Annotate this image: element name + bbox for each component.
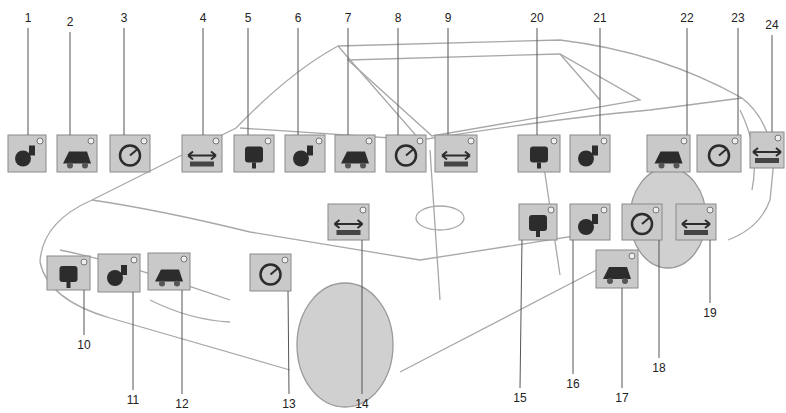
leader-line — [348, 28, 349, 135]
callout-number: 5 — [244, 11, 253, 25]
callout-number: 22 — [679, 11, 694, 25]
leader-line — [28, 28, 29, 135]
icon-box — [435, 135, 477, 172]
callout-number: 12 — [174, 397, 189, 411]
leader-line — [70, 32, 71, 135]
callout-number: 11 — [126, 393, 140, 407]
callout-number: 8 — [394, 11, 403, 25]
callout-number: 9 — [444, 11, 453, 25]
callout-number: 19 — [702, 306, 717, 320]
callout-number: 7 — [344, 11, 353, 25]
leader-line — [710, 240, 711, 303]
callout-number: 18 — [651, 361, 666, 375]
icon-box — [596, 250, 638, 288]
callout-number: 10 — [76, 338, 91, 352]
icon-box — [622, 204, 662, 240]
leader-line — [182, 290, 183, 394]
car-outline — [40, 40, 774, 372]
leader-line — [84, 290, 85, 335]
leader-line — [248, 28, 249, 135]
icon-box — [250, 254, 291, 291]
icon-box — [8, 135, 46, 172]
icon-box — [750, 132, 784, 168]
icon-box — [519, 204, 557, 240]
icon-box — [98, 254, 140, 292]
callout-number: 20 — [529, 11, 544, 25]
leader-line — [362, 240, 363, 394]
leader-line — [537, 28, 538, 135]
leader-line — [124, 28, 125, 135]
callout-number: 14 — [354, 397, 369, 411]
leader-line — [600, 28, 601, 135]
leader-line — [398, 28, 399, 135]
callout-number: 23 — [730, 11, 745, 25]
callout-number: 6 — [294, 11, 303, 25]
leader-line — [573, 240, 574, 374]
callout-number: 17 — [614, 391, 629, 405]
icon-box — [518, 135, 560, 172]
leader-line — [772, 35, 773, 132]
leader-line — [288, 291, 289, 394]
callout-number: 1 — [24, 11, 33, 25]
icon-box — [647, 135, 690, 172]
leader-line — [203, 28, 204, 135]
leader-line — [687, 28, 688, 135]
icon-box — [234, 135, 274, 172]
front-wheel — [297, 283, 393, 407]
leader-line — [520, 240, 522, 388]
icon-box — [47, 256, 90, 290]
icon-box — [676, 204, 716, 240]
icon-box — [697, 135, 741, 172]
callout-number: 16 — [565, 377, 580, 391]
icon-box — [182, 135, 222, 172]
icon-box — [386, 135, 426, 172]
leader-line — [448, 28, 449, 135]
callout-number: 15 — [512, 391, 527, 405]
leader-line — [738, 28, 739, 135]
icon-box — [335, 135, 375, 172]
icon-box — [110, 135, 150, 172]
icon-box — [570, 204, 610, 240]
icon-box — [328, 204, 369, 240]
icon-box — [285, 135, 325, 172]
callout-number: 3 — [120, 11, 129, 25]
callout-number: 2 — [66, 15, 75, 29]
callout-number: 4 — [199, 11, 208, 25]
icon-box — [148, 253, 190, 290]
leader-line — [622, 288, 623, 388]
callout-number: 13 — [281, 397, 296, 411]
leader-line — [298, 28, 299, 135]
callout-number: 24 — [764, 18, 779, 32]
icon-box — [570, 135, 610, 172]
leader-line — [133, 292, 134, 390]
callout-number: 21 — [592, 11, 607, 25]
icon-box — [57, 135, 97, 172]
leader-line — [659, 240, 660, 358]
leader-lines — [28, 28, 772, 394]
